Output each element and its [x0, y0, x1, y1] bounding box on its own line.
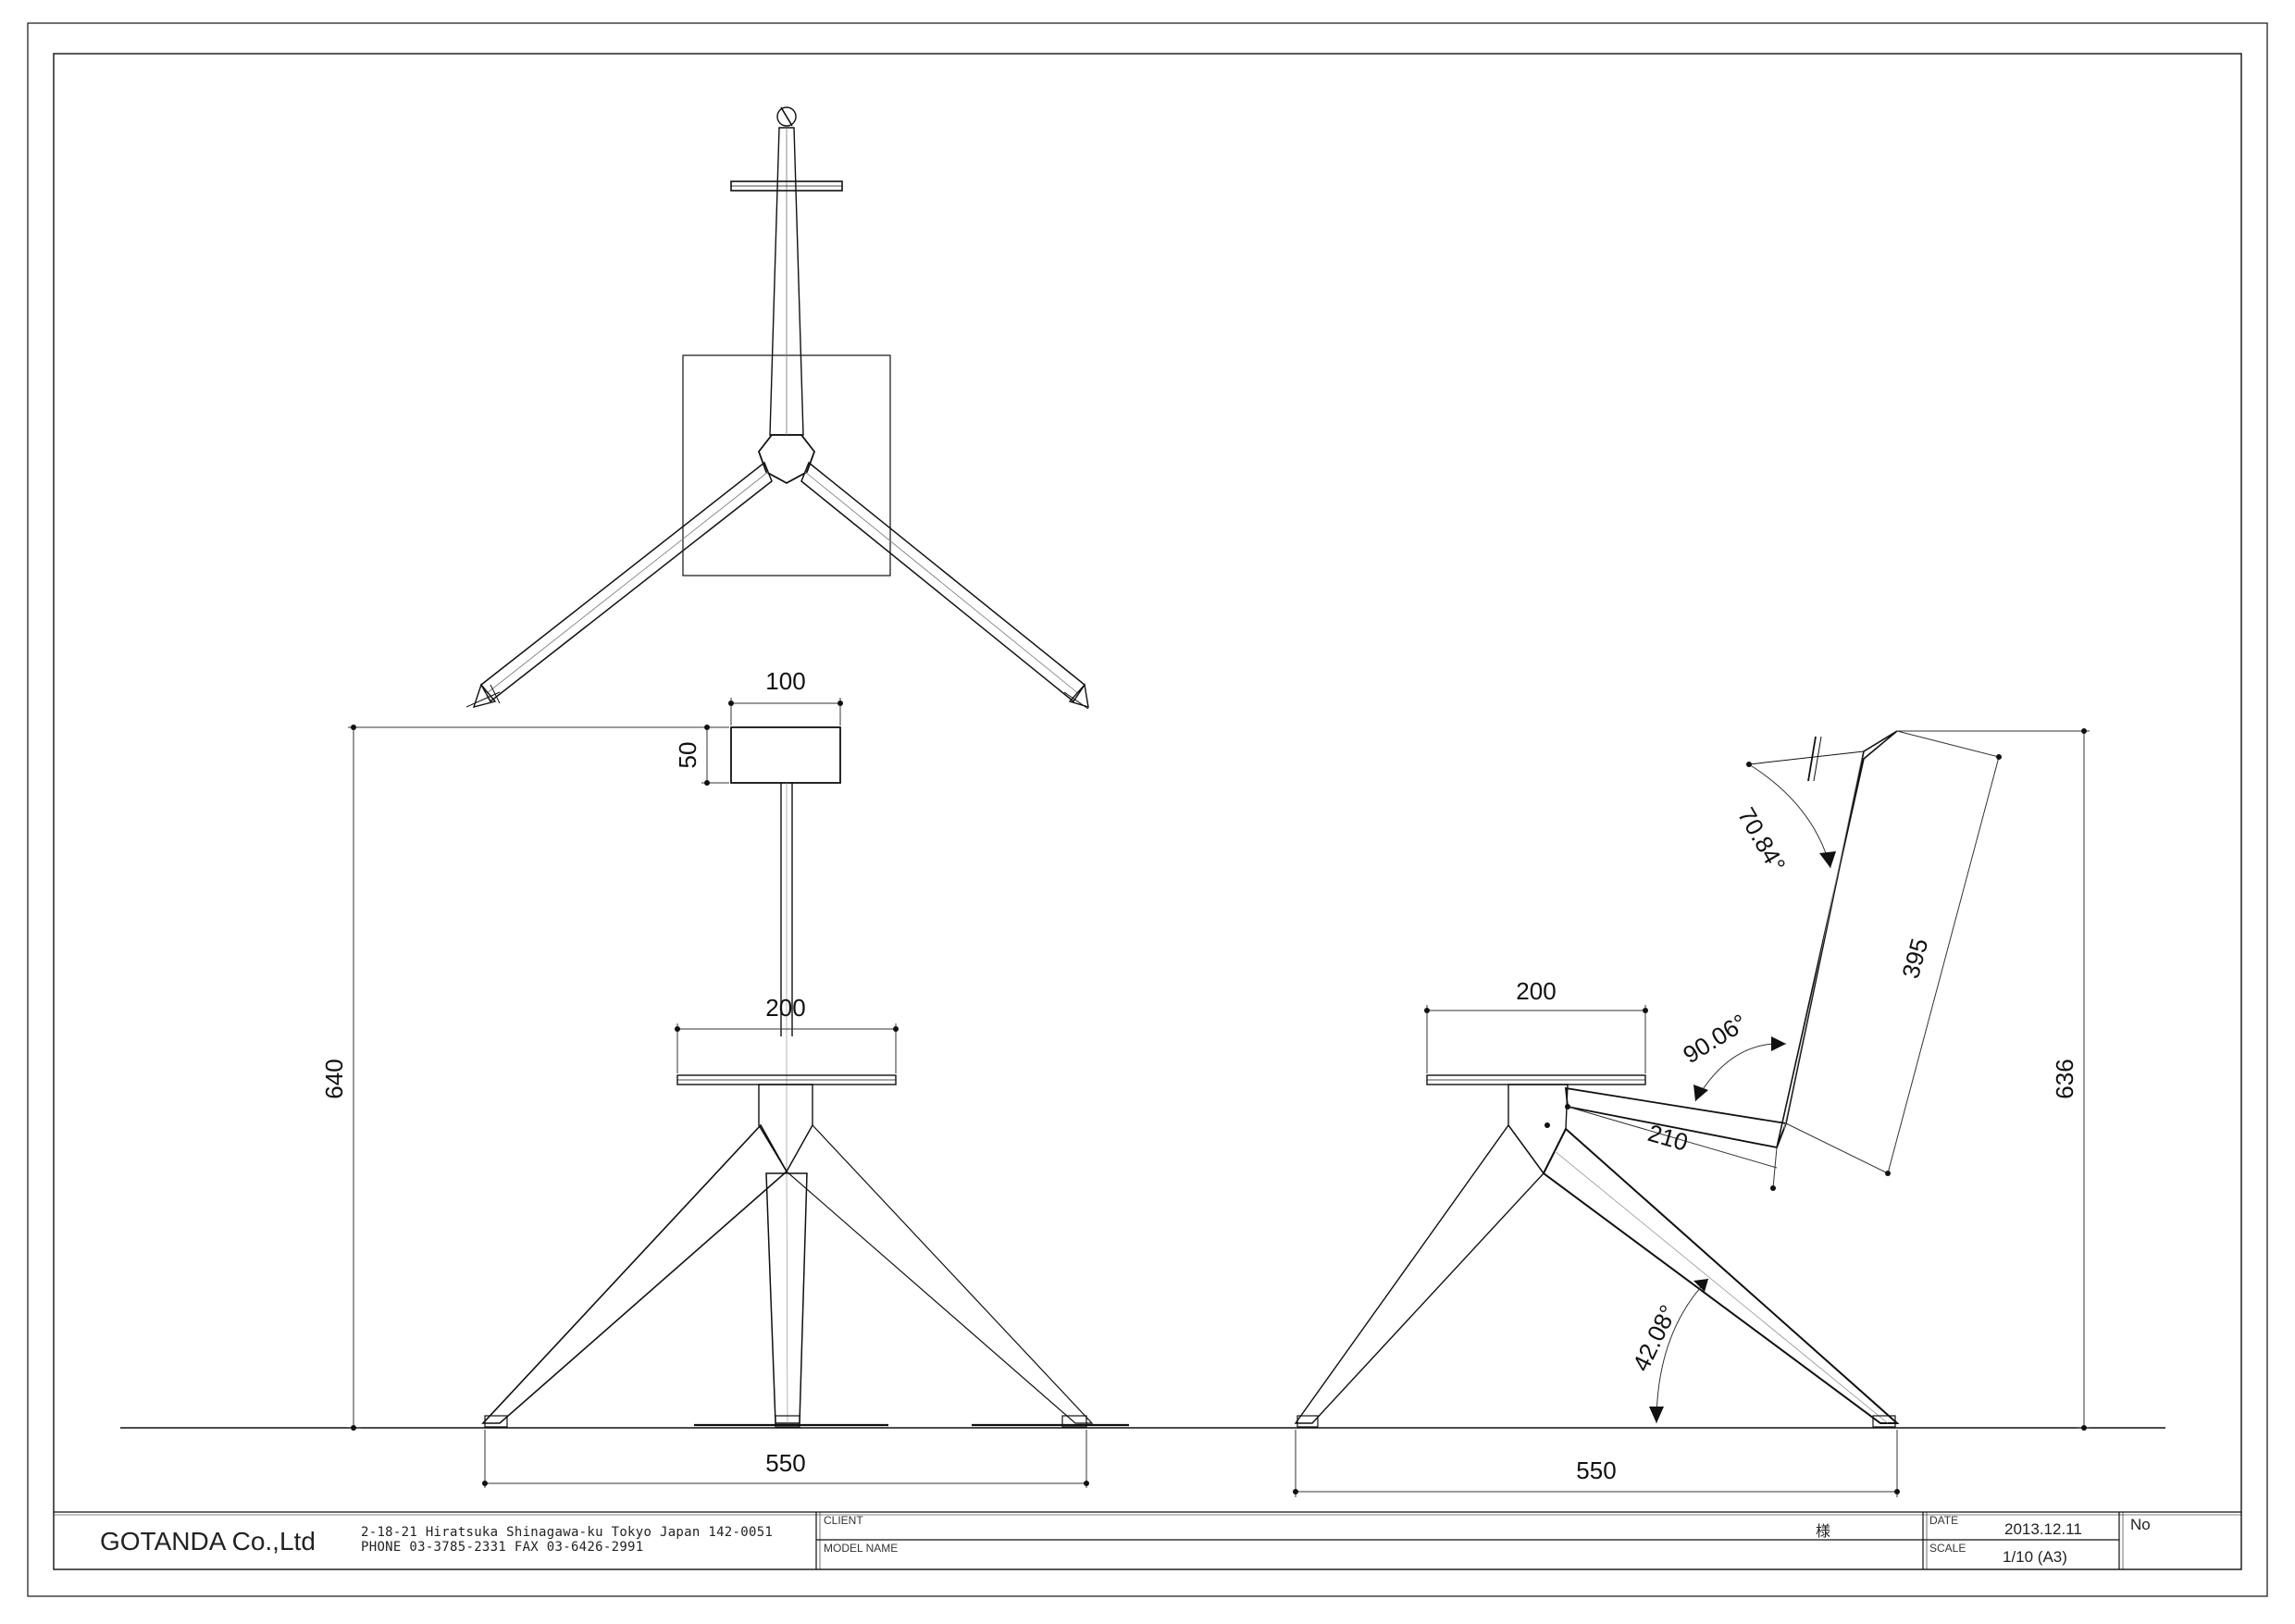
dim-total-height-side: 636 [2051, 1059, 2078, 1098]
front-view [481, 726, 1129, 1428]
model-name-label: MODEL NAME [824, 1542, 899, 1555]
dim-backrest-angle: 70.84° [1732, 802, 1792, 876]
plan-view [465, 106, 1089, 710]
number-label: No [2130, 1516, 2151, 1533]
client-suffix: 様 [1816, 1524, 1831, 1540]
scale-label: SCALE [1929, 1542, 1966, 1555]
dim-back-length: 395 [1896, 936, 1933, 982]
date-label: DATE [1929, 1514, 1959, 1527]
inner-border [53, 53, 2242, 1570]
side-view [1294, 730, 1900, 1428]
dim-seat-width-side: 200 [1516, 977, 1556, 1005]
dim-base-width-front: 550 [765, 1449, 805, 1477]
dim-seat-back-angle: 90.06° [1678, 1009, 1752, 1069]
scale-value: 1/10 (A3) [2003, 1548, 2067, 1566]
title-block [54, 1511, 2241, 1569]
client-label: CLIENT [824, 1514, 863, 1527]
company-address: 2-18-21 Hiratsuka Shinagawa-ku Tokyo Jap… [361, 1525, 774, 1540]
outer-border [27, 22, 2268, 1597]
date-value: 2013.12.11 [2004, 1520, 2082, 1538]
dim-seat-depth: 210 [1644, 1119, 1691, 1157]
company-phone: PHONE 03-3785-2331 FAX 03-6426-2991 [361, 1540, 644, 1555]
dim-total-height-front: 640 [320, 1059, 348, 1098]
dimension-lines [348, 698, 2090, 1497]
company-name: GOTANDA Co.,Ltd [100, 1527, 316, 1556]
dim-top-height: 50 [674, 742, 701, 769]
dimension-arrows [351, 700, 2087, 1494]
dim-top-width: 100 [765, 667, 805, 695]
dim-seat-width-front: 200 [765, 994, 805, 1022]
dim-base-width-side: 550 [1576, 1457, 1616, 1484]
dim-leg-angle: 42.08° [1627, 1301, 1682, 1376]
